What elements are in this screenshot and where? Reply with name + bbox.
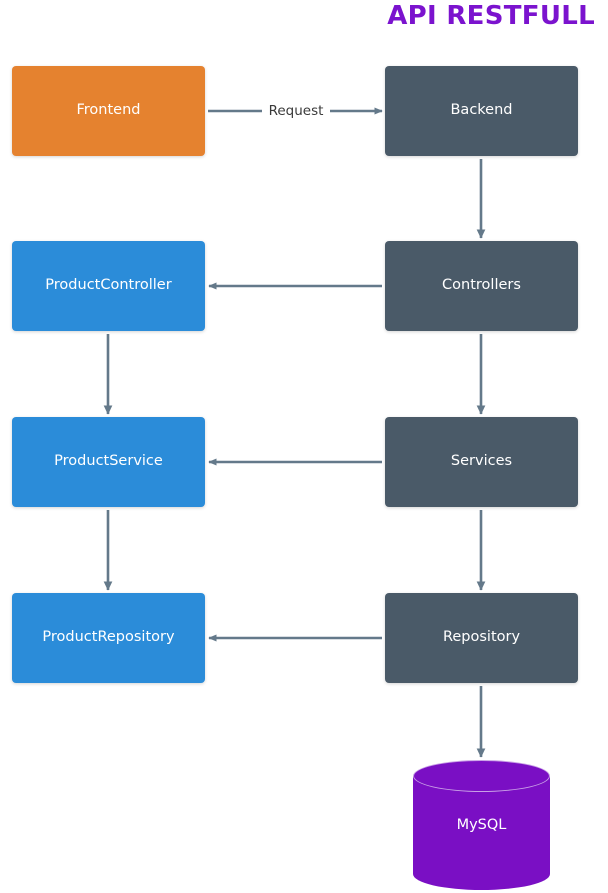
node-mysql[interactable]: MySQL bbox=[413, 760, 550, 890]
node-label-repository: Repository bbox=[442, 629, 521, 646]
edge-label-frontend-backend: Request bbox=[265, 103, 327, 119]
node-label-productcontroller: ProductController bbox=[45, 277, 172, 294]
node-label-controllers: Controllers bbox=[442, 277, 521, 294]
node-repository[interactable]: Repository bbox=[385, 593, 578, 683]
cylinder-body bbox=[413, 776, 550, 874]
node-label-productrepository: ProductRepository bbox=[42, 629, 175, 646]
node-label-frontend: Frontend bbox=[76, 102, 141, 119]
node-productcontroller[interactable]: ProductController bbox=[12, 241, 205, 331]
node-label-backend: Backend bbox=[450, 102, 513, 119]
node-label-services: Services bbox=[450, 453, 513, 470]
node-services[interactable]: Services bbox=[385, 417, 578, 507]
node-label-productservice: ProductService bbox=[54, 453, 163, 470]
node-frontend[interactable]: Frontend bbox=[12, 66, 205, 156]
node-productrepository[interactable]: ProductRepository bbox=[12, 593, 205, 683]
node-label-mysql: MySQL bbox=[456, 817, 507, 833]
node-backend[interactable]: Backend bbox=[385, 66, 578, 156]
node-controllers[interactable]: Controllers bbox=[385, 241, 578, 331]
page-title: API RESTFULL bbox=[387, 1, 595, 31]
node-productservice[interactable]: ProductService bbox=[12, 417, 205, 507]
cylinder-top-ellipse bbox=[413, 760, 550, 792]
